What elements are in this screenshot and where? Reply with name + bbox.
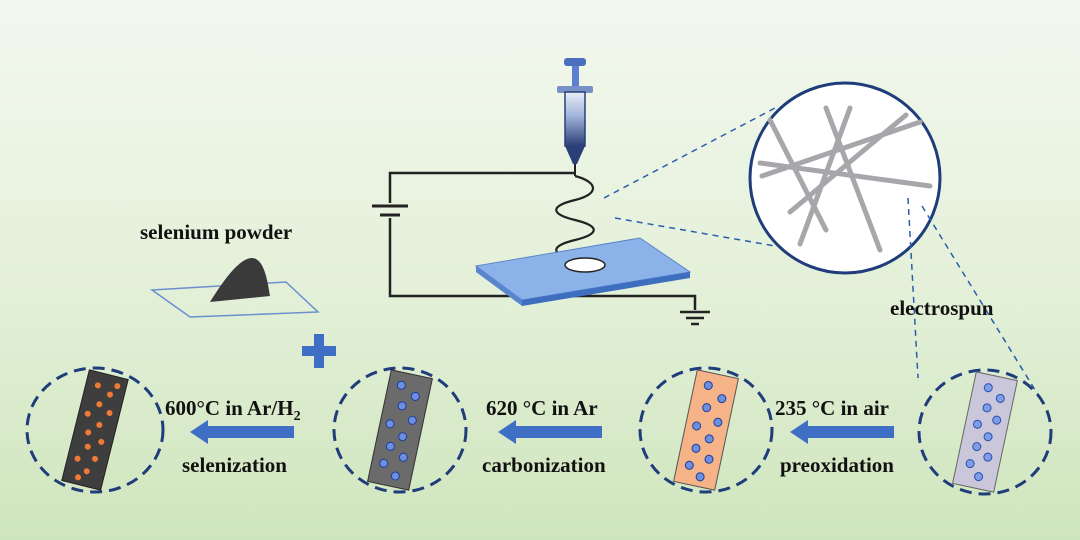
fiber-preoxidized bbox=[638, 366, 774, 494]
fiber-electrospun bbox=[917, 368, 1053, 496]
zoom-lines bbox=[603, 107, 776, 247]
collector-plate bbox=[474, 237, 692, 306]
arrow-carbonization bbox=[498, 420, 602, 444]
arrow-preoxidation bbox=[790, 420, 894, 444]
label-carbonization-condition: 620 °C in Ar bbox=[486, 396, 598, 420]
label-selenization-condition: 600°C in Ar/H2 bbox=[165, 398, 301, 424]
label-selenium-powder: selenium powder bbox=[140, 220, 293, 244]
fiber-carbonized bbox=[332, 366, 468, 494]
selenium-powder-pile bbox=[149, 258, 320, 318]
fiber-selenized bbox=[25, 366, 165, 494]
syringe bbox=[557, 58, 593, 176]
label-selenization-condition-text: 600°C in Ar/H bbox=[165, 396, 294, 420]
label-electrospun: electrospun bbox=[890, 296, 994, 320]
label-selenization-subscript: 2 bbox=[293, 409, 301, 425]
label-preoxidation-condition: 235 °C in air bbox=[775, 396, 889, 420]
electrospun-zoom-lines bbox=[907, 197, 1041, 399]
label-preoxidation: preoxidation bbox=[780, 453, 894, 477]
nanofiber-magnified-view bbox=[748, 81, 942, 275]
label-carbonization: carbonization bbox=[482, 453, 606, 477]
arrow-selenization bbox=[190, 420, 294, 444]
label-selenization: selenization bbox=[182, 453, 287, 477]
plus-icon bbox=[302, 334, 336, 368]
